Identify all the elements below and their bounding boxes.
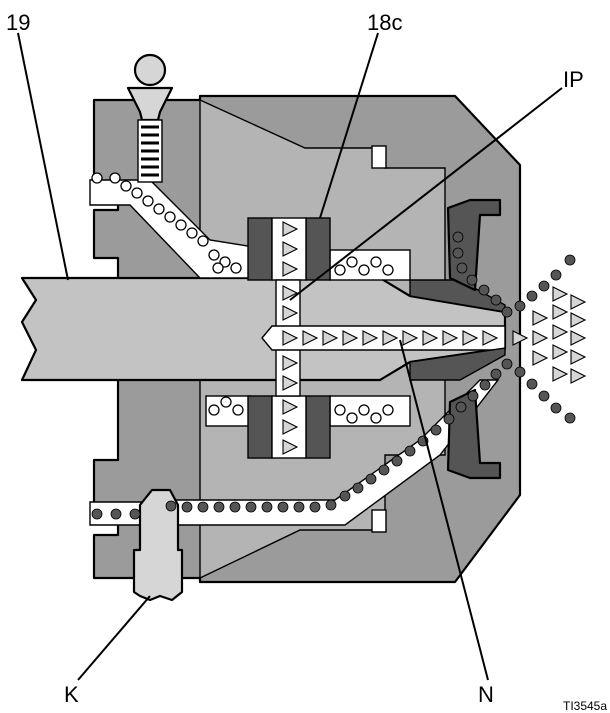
label-18c: 18c <box>367 10 402 35</box>
figure-id: TI3545a <box>563 699 607 713</box>
fan-air-flow <box>91 231 576 520</box>
seal-packing-upper-left <box>247 217 273 281</box>
top-fitting-ball <box>133 53 167 87</box>
label-ip: IP <box>563 67 584 92</box>
seal-packing-upper-right <box>305 217 331 281</box>
leader-19 <box>17 32 69 281</box>
leader-k <box>77 595 151 681</box>
bottom-fitting-k <box>132 488 184 602</box>
label-k: K <box>64 682 79 707</box>
leader-ip <box>289 87 563 301</box>
notch-top <box>371 145 387 169</box>
needle-shaft <box>20 276 507 382</box>
atomizing-air-flow <box>91 172 394 424</box>
leader-18c <box>319 32 379 219</box>
label-19: 19 <box>6 10 30 35</box>
leader-n <box>399 339 489 681</box>
spring-coils <box>141 125 159 177</box>
notch-bottom <box>371 509 387 533</box>
seal-packing-lower-left <box>247 395 273 459</box>
air-chamber-upper-right <box>329 249 411 281</box>
seal-packing-lower-right <box>305 395 331 459</box>
label-n: N <box>478 682 494 707</box>
fluid-flow <box>282 221 587 455</box>
